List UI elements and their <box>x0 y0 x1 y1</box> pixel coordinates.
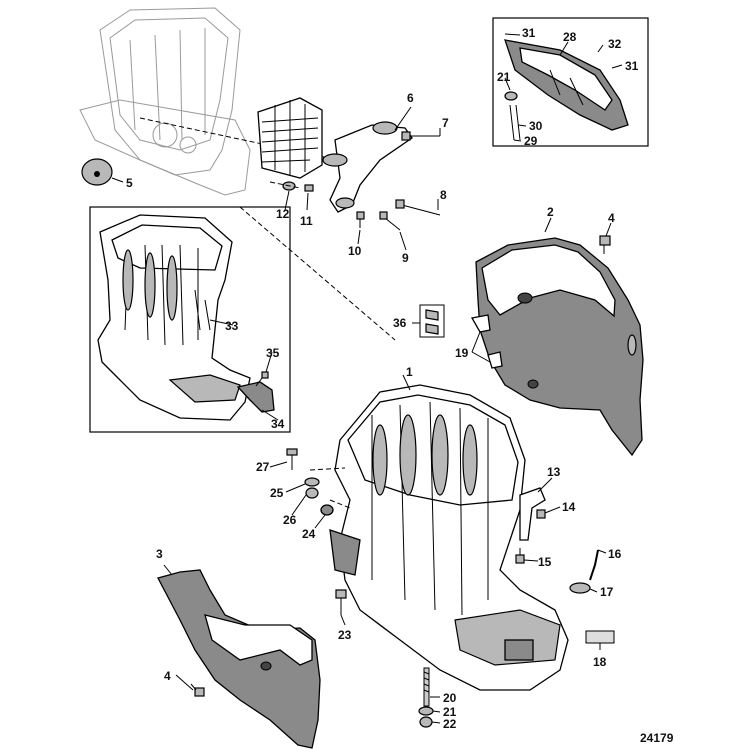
callout-27: 27 <box>256 460 270 474</box>
callout-22: 22 <box>443 717 457 731</box>
part-ring-17 <box>569 582 591 594</box>
part-pad-36 <box>419 304 445 338</box>
callout-6: 6 <box>407 91 414 105</box>
part-stud-20 <box>423 667 430 707</box>
callout-14: 14 <box>562 500 576 514</box>
callout-5: 5 <box>126 176 133 190</box>
callout-34: 34 <box>271 417 285 431</box>
callout-1: 1 <box>406 365 413 379</box>
part-bolt-7 <box>401 131 440 141</box>
figure-id: 24179 <box>640 731 674 745</box>
callout-16: 16 <box>608 547 622 561</box>
part-screw-11 <box>304 184 314 192</box>
callout-15: 15 <box>538 555 552 569</box>
callout-10: 10 <box>348 244 362 258</box>
part-side-cover-3 <box>157 569 321 749</box>
callout-20: 20 <box>443 691 457 705</box>
callout-4-upper: 4 <box>608 211 615 225</box>
callout-3: 3 <box>156 547 163 561</box>
part-decal-18 <box>585 630 615 644</box>
callout-25: 25 <box>270 486 284 500</box>
callout-31-left: 31 <box>522 26 536 40</box>
part-bushing-24 <box>320 504 334 516</box>
part-nut-26 <box>305 487 319 499</box>
part-stud-30 <box>509 104 521 141</box>
callout-12: 12 <box>276 207 290 221</box>
part-clamp-bracket <box>322 121 413 213</box>
callout-30: 30 <box>529 119 543 133</box>
part-anode-34 <box>236 381 275 413</box>
part-driveshaft-housing-1 <box>329 384 569 691</box>
callout-7: 7 <box>442 116 449 130</box>
part-washer-25 <box>304 477 320 487</box>
part-plate-28 <box>504 39 629 131</box>
part-nut-22 <box>419 716 433 728</box>
part-screw-15 <box>515 548 525 564</box>
part-screw-4-lower <box>190 683 205 697</box>
part-screw-14 <box>536 509 546 519</box>
part-washer-21 <box>418 706 434 716</box>
callout-26: 26 <box>283 513 297 527</box>
callout-24: 24 <box>302 527 316 541</box>
callout-19: 19 <box>455 346 469 360</box>
callout-21-upper: 21 <box>497 70 511 84</box>
part-ribbed-mount <box>257 97 323 179</box>
callout-8: 8 <box>440 188 447 202</box>
part-bumper-disc <box>81 158 113 186</box>
callout-32: 32 <box>608 37 622 51</box>
callout-35: 35 <box>266 346 280 360</box>
callout-17: 17 <box>600 585 614 599</box>
part-screw-4-upper <box>599 235 611 254</box>
part-bracket-13 <box>519 487 546 541</box>
callout-21-lower: 21 <box>443 705 457 719</box>
part-screw-35 <box>255 371 269 387</box>
callout-33: 33 <box>225 319 239 333</box>
inset-box-top-right <box>492 17 649 147</box>
callout-36: 36 <box>393 316 407 330</box>
part-bolt-27 <box>286 448 298 470</box>
part-nut-21-top <box>504 91 518 101</box>
part-bolt-23 <box>335 589 347 615</box>
callout-28: 28 <box>563 30 577 44</box>
part-bolt-8 <box>395 199 441 216</box>
callout-4-lower: 4 <box>164 669 171 683</box>
callout-11: 11 <box>300 214 313 228</box>
inset-box <box>89 206 291 433</box>
callout-2: 2 <box>547 205 554 219</box>
part-clips-19 <box>470 314 503 369</box>
part-wire-16 <box>589 549 599 581</box>
callout-29: 29 <box>524 134 538 148</box>
callout-labels: 1 2 3 4 4 5 6 7 8 9 10 11 12 13 14 15 16… <box>126 26 674 745</box>
callout-9: 9 <box>402 251 409 265</box>
part-bolt-9 <box>379 211 401 231</box>
part-screw-10 <box>356 211 365 228</box>
callout-18: 18 <box>593 655 607 669</box>
part-housing-inset <box>97 214 251 421</box>
callout-31-right: 31 <box>625 59 639 73</box>
leader-lines <box>111 33 623 724</box>
callout-13: 13 <box>547 465 561 479</box>
callout-23: 23 <box>338 628 352 642</box>
